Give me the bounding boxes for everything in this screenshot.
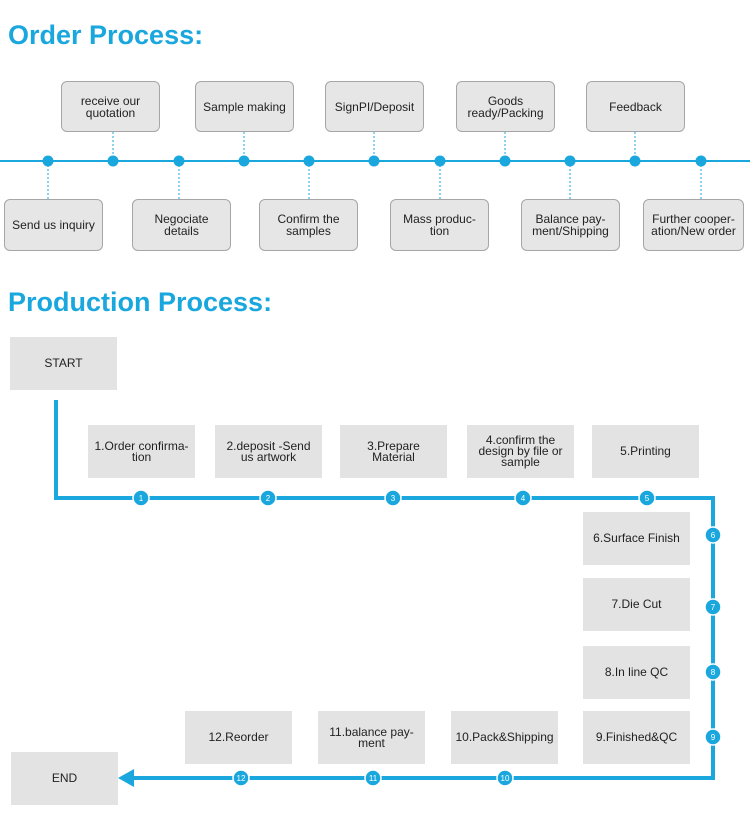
production-step-2: 2.deposit -Send us artwork xyxy=(215,425,322,478)
timeline-dot xyxy=(695,155,707,167)
production-step-label: 1.Order confirma-tion xyxy=(94,438,189,464)
order-step-label: Goods ready/Packing xyxy=(467,93,544,120)
order-step-label: Mass produc-tion xyxy=(403,212,476,238)
timeline-dot xyxy=(564,155,576,167)
step-marker-number: 5 xyxy=(645,494,650,503)
end-box: END xyxy=(11,752,118,805)
step-marker-number: 1 xyxy=(139,494,144,503)
production-step-label: 11.balance pay-ment xyxy=(329,724,414,750)
step-marker-number: 10 xyxy=(501,774,510,783)
order-step-goods-ready: Goods ready/Packing xyxy=(456,81,555,132)
production-step-3: 3.Prepare Material xyxy=(340,425,447,478)
step-marker: 6 xyxy=(704,526,722,544)
production-step-10: 10.Pack&Shipping xyxy=(451,711,558,764)
step-marker: 4 xyxy=(514,489,532,507)
order-timeline-dots xyxy=(42,155,707,167)
order-step-balance-payment: Balance pay-ment/Shipping xyxy=(521,199,620,251)
timeline-dot xyxy=(499,155,511,167)
production-step-1: 1.Order confirma-tion xyxy=(88,425,195,478)
order-step-label: Further cooper-ation/New order xyxy=(651,212,736,238)
step-marker: 10 xyxy=(496,769,514,787)
production-step-label: 8.In line QC xyxy=(604,665,669,679)
production-step-11: 11.balance pay-ment xyxy=(318,711,425,764)
production-step-label: 10.Pack&Shipping xyxy=(455,730,554,744)
production-step-5: 5.Printing xyxy=(592,425,699,478)
timeline-dot xyxy=(42,155,54,167)
production-step-label: 6.Surface Finish xyxy=(593,531,680,545)
order-step-label: Balance pay-ment/Shipping xyxy=(532,212,609,238)
timeline-dot xyxy=(303,155,315,167)
step-marker: 8 xyxy=(704,663,722,681)
step-marker-number: 2 xyxy=(266,494,271,503)
production-step-label: 7.Die Cut xyxy=(611,597,662,611)
order-step-send-inquiry: Send us inquiry xyxy=(4,199,103,251)
order-step-label: Sample making xyxy=(203,99,286,114)
timeline-dot xyxy=(368,155,380,167)
production-step-7: 7.Die Cut xyxy=(583,578,690,631)
production-step-label: 4.confirm the design by file or sample xyxy=(478,433,563,469)
start-box: START xyxy=(10,337,117,390)
timeline-dot xyxy=(238,155,250,167)
step-marker: 5 xyxy=(638,489,656,507)
timeline-dot xyxy=(434,155,446,167)
step-marker-number: 4 xyxy=(521,494,526,503)
order-step-sample-making: Sample making xyxy=(195,81,294,132)
order-step-feedback: Feedback xyxy=(586,81,685,132)
step-marker-number: 8 xyxy=(711,668,716,677)
production-step-4: 4.confirm the design by file or sample xyxy=(467,425,574,478)
order-step-sign-pi-deposit: SignPI/Deposit xyxy=(325,81,424,132)
end-label: END xyxy=(51,771,78,785)
production-step-12: 12.Reorder xyxy=(185,711,292,764)
step-marker: 2 xyxy=(259,489,277,507)
order-step-label: Negociate details xyxy=(154,212,209,238)
production-step-9: 9.Finished&QC xyxy=(583,711,690,764)
step-marker: 7 xyxy=(704,598,722,616)
order-step-label: Feedback xyxy=(609,99,662,114)
step-marker: 1 xyxy=(132,489,150,507)
order-step-receive-quotation: receive our quotation xyxy=(61,81,160,132)
start-label: START xyxy=(44,356,83,370)
production-step-label: 9.Finished&QC xyxy=(595,730,678,744)
production-step-label: 12.Reorder xyxy=(208,730,269,744)
step-marker-number: 12 xyxy=(237,774,246,783)
order-process-title: Order Process: xyxy=(8,20,204,50)
production-step-label: 2.deposit -Send us artwork xyxy=(226,438,311,464)
order-step-label: Confirm the samples xyxy=(277,212,340,238)
production-step-label: 5.Printing xyxy=(620,444,671,458)
timeline-dot xyxy=(107,155,119,167)
step-marker: 11 xyxy=(364,769,382,787)
production-step-8: 8.In line QC xyxy=(583,646,690,699)
production-process-title: Production Process: xyxy=(8,287,273,317)
production-flow-path xyxy=(54,400,715,780)
production-step-label: 3.Prepare Material xyxy=(367,438,420,464)
order-step-mass-production: Mass produc-tion xyxy=(390,199,489,251)
end-arrowhead xyxy=(118,769,134,787)
step-marker: 12 xyxy=(232,769,250,787)
step-marker: 9 xyxy=(704,728,722,746)
step-marker-number: 6 xyxy=(711,531,716,540)
production-step-6: 6.Surface Finish xyxy=(583,512,690,565)
timeline-dot xyxy=(629,155,641,167)
step-marker-number: 11 xyxy=(369,774,378,783)
step-marker: 3 xyxy=(384,489,402,507)
step-marker-number: 9 xyxy=(711,733,716,742)
order-step-confirm-samples: Confirm the samples xyxy=(259,199,358,251)
order-step-label: SignPI/Deposit xyxy=(334,99,415,114)
step-marker-number: 3 xyxy=(391,494,396,503)
timeline-dot xyxy=(173,155,185,167)
step-marker-number: 7 xyxy=(711,603,716,612)
order-step-label: receive our quotation xyxy=(80,93,141,120)
order-step-further-cooperation: Further cooper-ation/New order xyxy=(643,199,744,251)
order-step-label: Send us inquiry xyxy=(12,218,95,232)
order-step-negotiate-details: Negociate details xyxy=(132,199,231,251)
